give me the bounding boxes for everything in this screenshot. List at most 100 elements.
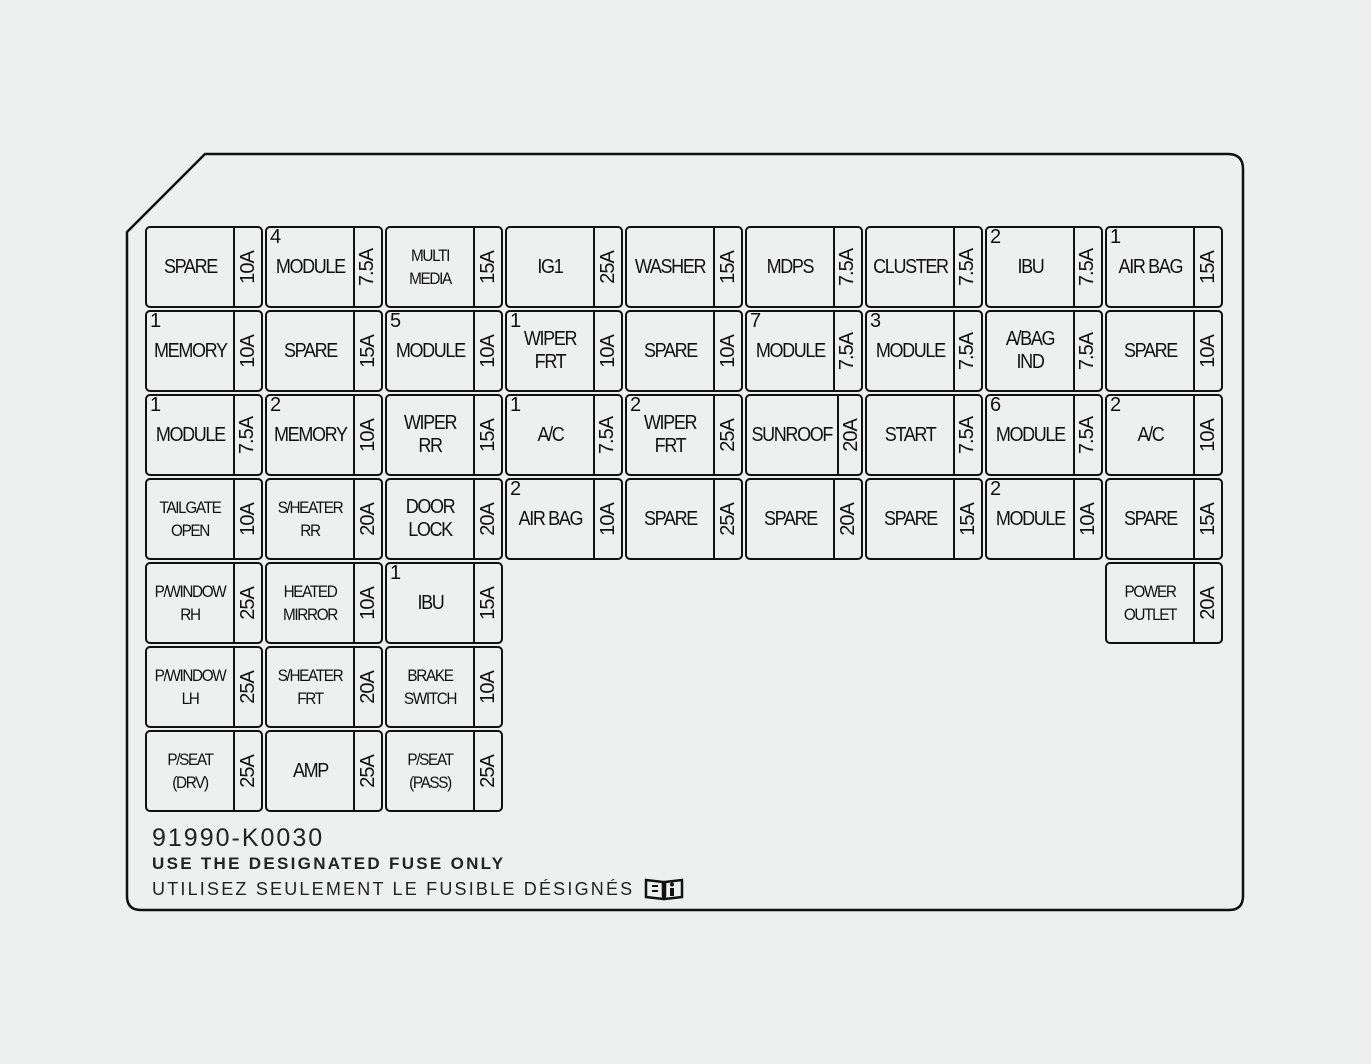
fuse-rating: 7.5A (1076, 332, 1099, 370)
fuse-rating-strip: 10A (1195, 312, 1221, 390)
fuse-slot[interactable]: P/SEAT (PASS)25A (385, 730, 503, 812)
fuse-slot[interactable]: WASHER 15A (625, 226, 743, 308)
fuse-name: POWER OUTLET (1123, 582, 1178, 624)
fuse-name: MODULE (995, 423, 1066, 446)
fuse-name: MODULE (995, 507, 1066, 530)
fuse-label-area: POWER OUTLET (1107, 564, 1195, 642)
fuse-slot[interactable]: POWER OUTLET 20A (1105, 562, 1223, 644)
fuse-index: 2 (510, 478, 522, 500)
fuse-rating-strip: 25A (235, 648, 261, 726)
fuse-rating-strip: 7.5A (835, 228, 861, 306)
fuse-name: P/SEAT (DRV) (167, 750, 214, 792)
fuse-label-area: SPARE (1107, 312, 1195, 390)
fuse-rating: 25A (236, 754, 259, 788)
fuse-name: MODULE (395, 339, 466, 362)
fuse-rating: 7.5A (596, 416, 619, 454)
fuse-rating: 20A (836, 502, 859, 536)
fuse-rating: 10A (1196, 334, 1219, 368)
fuse-name: WASHER (634, 255, 707, 278)
fuse-name: TAILGATE OPEN (159, 498, 222, 540)
fuse-rating: 15A (356, 334, 379, 368)
fuse-rating: 25A (236, 670, 259, 704)
notice-english: USE THE DESIGNATED FUSE ONLY (152, 854, 506, 873)
fuse-rating-strip: 10A (475, 312, 501, 390)
fuse-rating: 25A (476, 754, 499, 788)
fuse-rating: 20A (1196, 586, 1219, 620)
fuse-label-area: S/HEATER RR (267, 480, 355, 558)
fuse-label-area: SPARE (747, 480, 835, 558)
fuse-label-area: WIPER RR (387, 396, 475, 474)
fuse-label-area: A/BAG IND (987, 312, 1075, 390)
fuse-rating: 7.5A (1076, 248, 1099, 286)
fuse-name: SUNROOF (751, 423, 833, 446)
fuse-slot[interactable]: P/SEAT (DRV) 25A (145, 730, 263, 812)
fuse-rating: 20A (356, 670, 379, 704)
fuse-rating: 20A (476, 502, 499, 536)
fuse-label-area: SPARE (147, 228, 235, 306)
fuse-rating-strip: 15A (715, 228, 741, 306)
fuse-rating-strip: 20A (835, 480, 861, 558)
fuse-name: BRAKE SWITCH (403, 666, 458, 708)
fuse-rating-strip: 7.5A (955, 396, 981, 474)
fuse-rating: 15A (1196, 502, 1219, 536)
fuse-label-area: S/HEATER FRT (267, 648, 355, 726)
fuse-rating-strip: 10A (715, 312, 741, 390)
fuse-rating-strip: 10A (1075, 480, 1101, 558)
fuse-rating-strip: 15A (955, 480, 981, 558)
fuse-rating-strip: 25A (355, 732, 381, 810)
fuse-rating: 15A (476, 586, 499, 620)
fuse-index: 4 (270, 226, 282, 248)
